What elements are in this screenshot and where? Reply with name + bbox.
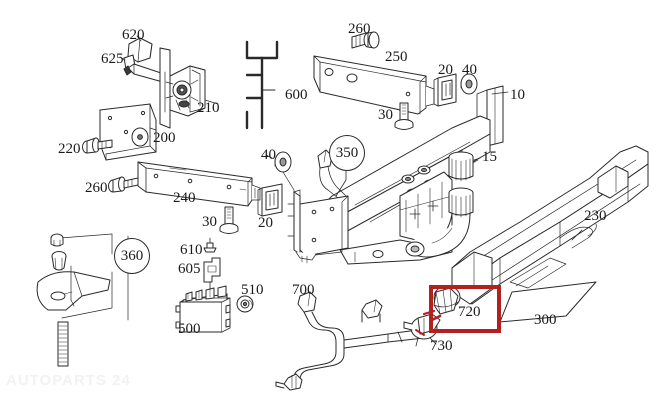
part-260-bolt-flange-right xyxy=(351,31,380,49)
label-220: 220 xyxy=(58,141,81,157)
leader-10 xyxy=(491,91,509,95)
part-20-bracket-left xyxy=(257,183,283,217)
part-300-gasket-panel xyxy=(499,281,597,323)
part-610-pin xyxy=(203,237,217,253)
part-40-washer-left xyxy=(274,151,292,173)
label-20-right: 20 xyxy=(438,62,453,78)
label-500: 500 xyxy=(178,321,201,337)
part-40-washer-right xyxy=(460,73,478,95)
label-240: 240 xyxy=(173,190,196,206)
part-510-grommet xyxy=(236,295,254,313)
part-720-socket-cap xyxy=(433,285,461,315)
leader-625 xyxy=(119,56,126,61)
label-230: 230 xyxy=(584,208,607,224)
label-510: 510 xyxy=(241,282,264,298)
label-720: 720 xyxy=(458,304,481,320)
leader-40-left xyxy=(282,171,295,251)
label-610: 610 xyxy=(180,242,203,258)
part-20-bracket-right xyxy=(433,73,457,107)
part-350-wire-connector xyxy=(317,149,349,199)
label-40-left: 40 xyxy=(261,147,276,163)
label-260-right: 260 xyxy=(348,21,371,37)
part-220-bolt-short xyxy=(82,137,113,154)
label-700: 700 xyxy=(292,282,315,298)
label-625: 625 xyxy=(101,51,124,67)
label-600: 600 xyxy=(285,87,308,103)
part-200-mounting-plate xyxy=(99,103,157,161)
part-240-side-rail-left xyxy=(137,161,261,207)
part-620-cover-cap xyxy=(127,37,153,63)
callout-360: 360 xyxy=(114,238,150,274)
leader-210 xyxy=(204,99,219,105)
label-210: 210 xyxy=(197,100,220,116)
part-230-bumper-reinforcement xyxy=(451,145,649,305)
highlight-box-part-720 xyxy=(429,285,501,333)
label-200: 200 xyxy=(153,130,176,146)
part-30-bolt-left xyxy=(219,206,239,234)
part-15-ball-mount-caps xyxy=(405,151,474,258)
part-350-subframe-bracket xyxy=(287,189,349,264)
part-700-wiring-harness xyxy=(275,291,433,391)
label-300: 300 xyxy=(534,312,557,328)
label-620: 620 xyxy=(122,27,145,43)
label-730: 730 xyxy=(430,338,453,354)
part-600-wiring-symbol xyxy=(245,40,279,130)
label-20-left: 20 xyxy=(258,215,273,231)
part-500-control-module xyxy=(175,285,231,333)
label-250: 250 xyxy=(385,49,408,65)
leader-15 xyxy=(473,157,481,161)
label-10: 10 xyxy=(510,87,525,103)
label-260-left: 260 xyxy=(85,180,108,196)
label-15: 15 xyxy=(482,149,497,165)
label-605: 605 xyxy=(178,261,201,277)
part-250-side-rail-right xyxy=(313,55,435,115)
part-360-bracket-assembly xyxy=(36,233,129,367)
callout-350: 350 xyxy=(329,135,365,171)
label-30-left: 30 xyxy=(202,214,217,230)
leader-230 xyxy=(571,229,583,241)
part-210-actuator-motor xyxy=(123,47,206,129)
watermark: AUTOPARTS 24 xyxy=(6,372,131,389)
part-260-bolt-flange-left xyxy=(108,176,139,193)
part-30-bolt-right xyxy=(394,102,414,130)
label-30-right: 30 xyxy=(378,107,393,123)
leader-620 xyxy=(136,35,142,42)
label-40-right: 40 xyxy=(462,62,477,78)
